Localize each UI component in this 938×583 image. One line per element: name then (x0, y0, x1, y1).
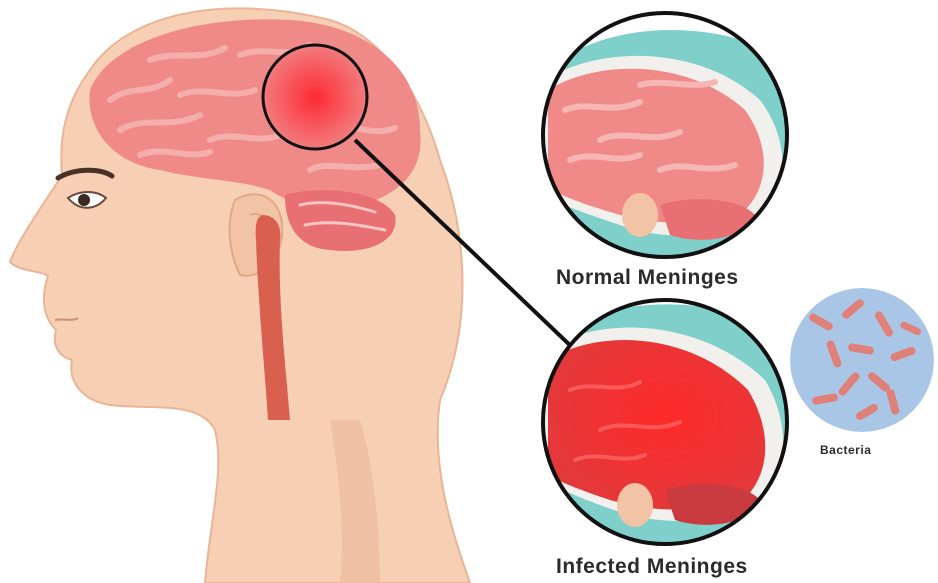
infected-meninges-circle (540, 298, 790, 548)
bacteria-cluster (790, 288, 934, 432)
infected-meninges-label: Infected Meninges (556, 555, 748, 579)
normal-meninges-label: Normal Meninges (556, 266, 739, 290)
normal-meninges-circle (540, 10, 790, 260)
bacteria-label: Bacteria (820, 443, 871, 457)
